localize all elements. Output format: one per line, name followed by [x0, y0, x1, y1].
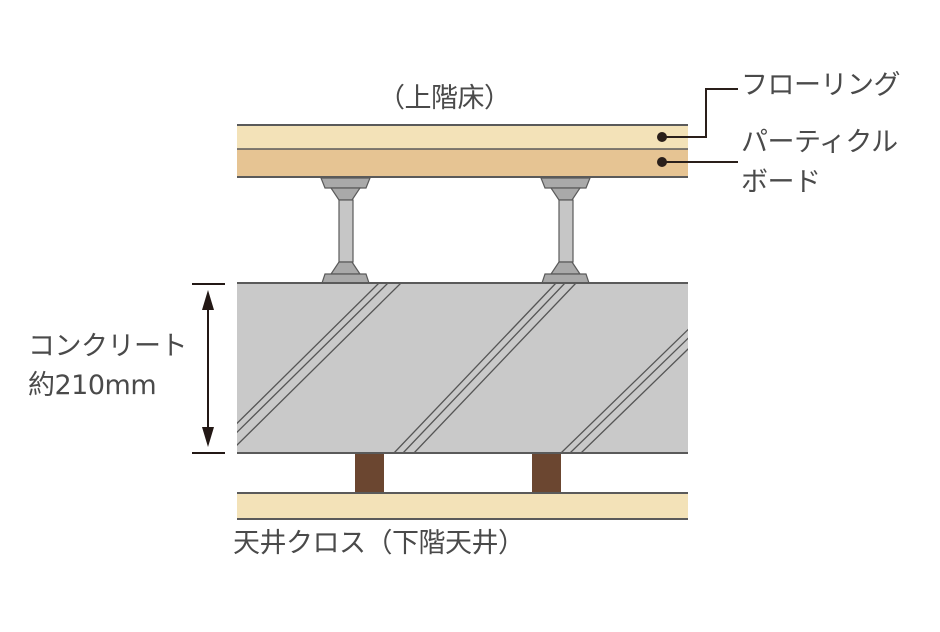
- particle-board-label-line2: ボード: [741, 167, 821, 198]
- support-bolt-1: [320, 177, 371, 284]
- flooring-label: フローリング: [741, 70, 901, 101]
- concrete-slab: [237, 283, 688, 453]
- upper-floor-label: （上階床）: [378, 83, 511, 114]
- particle-board-layer: [237, 149, 688, 177]
- dimension-arrow: [192, 283, 225, 454]
- joist-1: [355, 454, 384, 493]
- particle-board-label-line1: パーティクル: [741, 127, 898, 158]
- concrete-label-line1: コンクリート: [28, 331, 188, 362]
- leader-flooring: [657, 88, 738, 142]
- leader-particle-board: [657, 157, 738, 167]
- ceiling-label: 天井クロス（下階天井）: [233, 528, 525, 559]
- flooring-layer: [237, 125, 688, 149]
- ceiling-board: [237, 493, 688, 519]
- concrete-thickness-label: 約210mm: [28, 370, 157, 401]
- support-bolt-2: [540, 177, 591, 284]
- concrete-hatch: [237, 283, 688, 453]
- joist-2: [532, 454, 561, 493]
